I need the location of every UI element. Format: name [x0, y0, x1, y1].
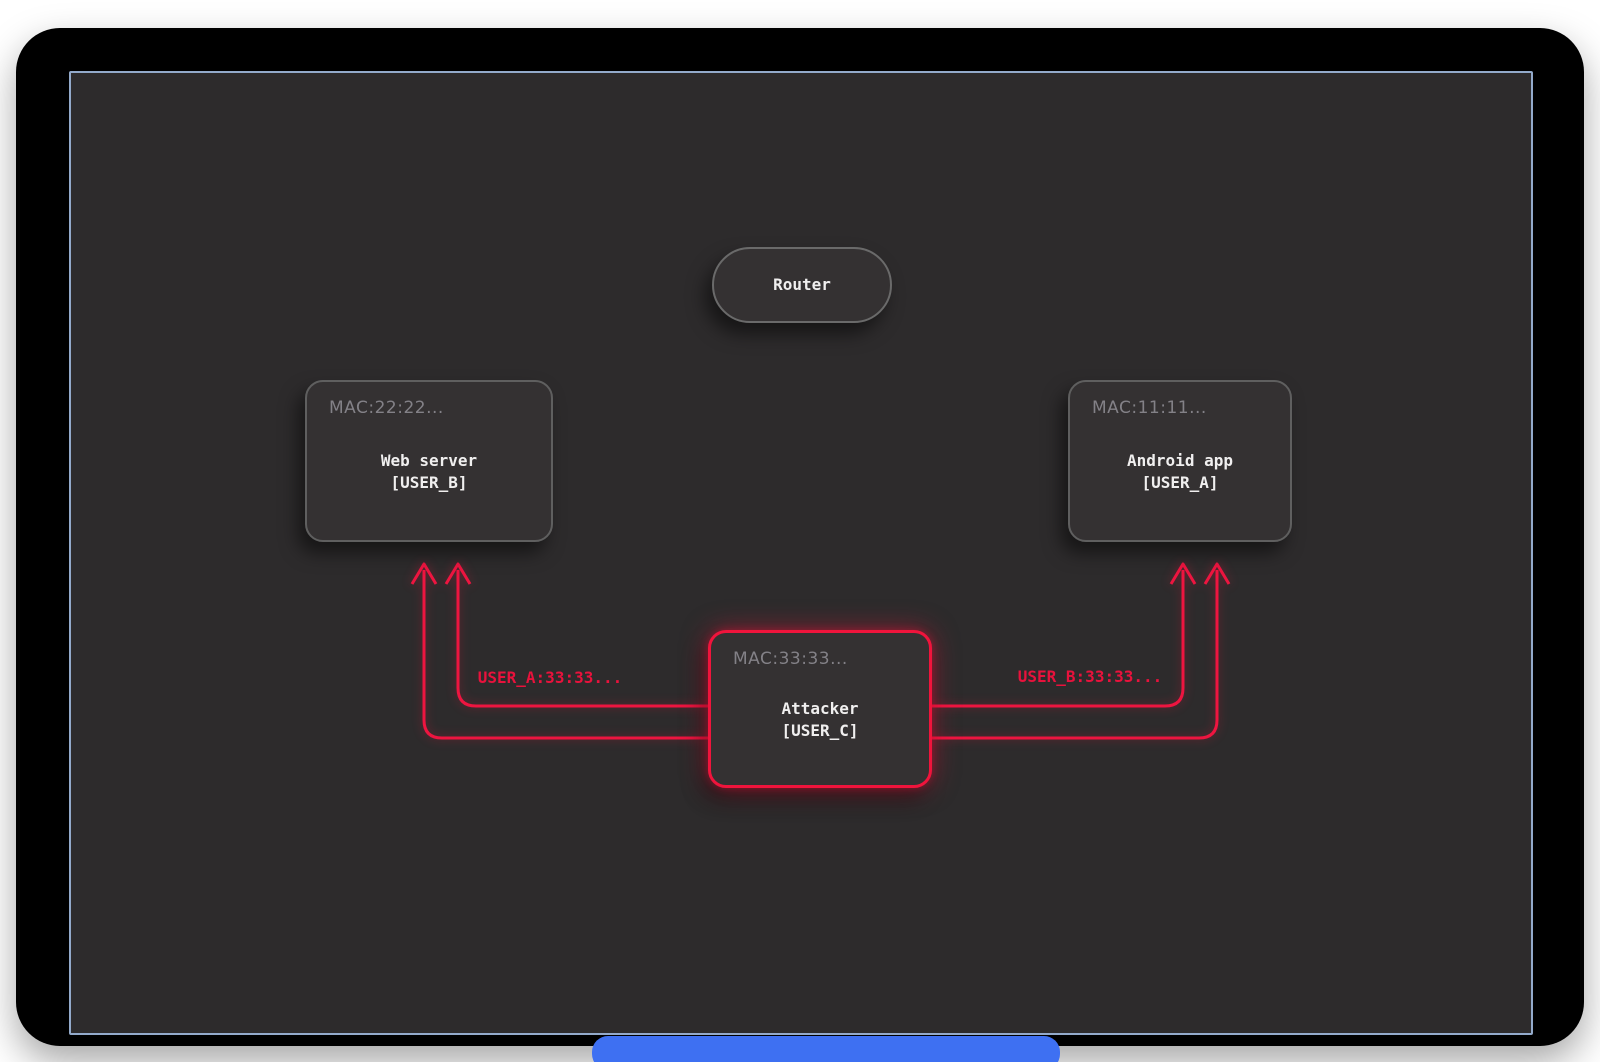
node-android-app[interactable]: MAC:11:11... Android app [USER_A]: [1068, 380, 1292, 542]
node-router[interactable]: Router: [712, 247, 892, 323]
node-attacker[interactable]: MAC:33:33... Attacker [USER_C]: [708, 630, 932, 788]
app-window: [16, 28, 1584, 1046]
node-title: Android app: [1127, 451, 1233, 470]
node-label-group: Android app [USER_A]: [1070, 404, 1290, 540]
node-subtitle: [USER_A]: [1141, 473, 1219, 492]
mac-address-label: MAC:22:22...: [329, 398, 444, 418]
node-title: Web server: [380, 451, 478, 470]
mac-address-label: MAC:33:33...: [733, 649, 848, 669]
spoofed-arp-label-user-a: USER_A:33:33...: [477, 668, 623, 687]
node-title: Attacker: [781, 699, 859, 718]
spoofed-arp-label-user-b: USER_B:33:33...: [1017, 667, 1163, 686]
node-web-server[interactable]: MAC:22:22... Web server [USER_B]: [305, 380, 553, 542]
node-subtitle: [USER_C]: [781, 721, 859, 740]
node-subtitle: [USER_B]: [390, 473, 468, 492]
node-title: Router: [773, 275, 831, 294]
node-label-group: Attacker [USER_C]: [711, 655, 929, 785]
bottom-handle-bar[interactable]: [592, 1036, 1060, 1062]
mac-address-label: MAC:11:11...: [1092, 398, 1207, 418]
diagram-canvas: [69, 71, 1533, 1035]
node-label-group: Web server [USER_B]: [307, 404, 551, 540]
